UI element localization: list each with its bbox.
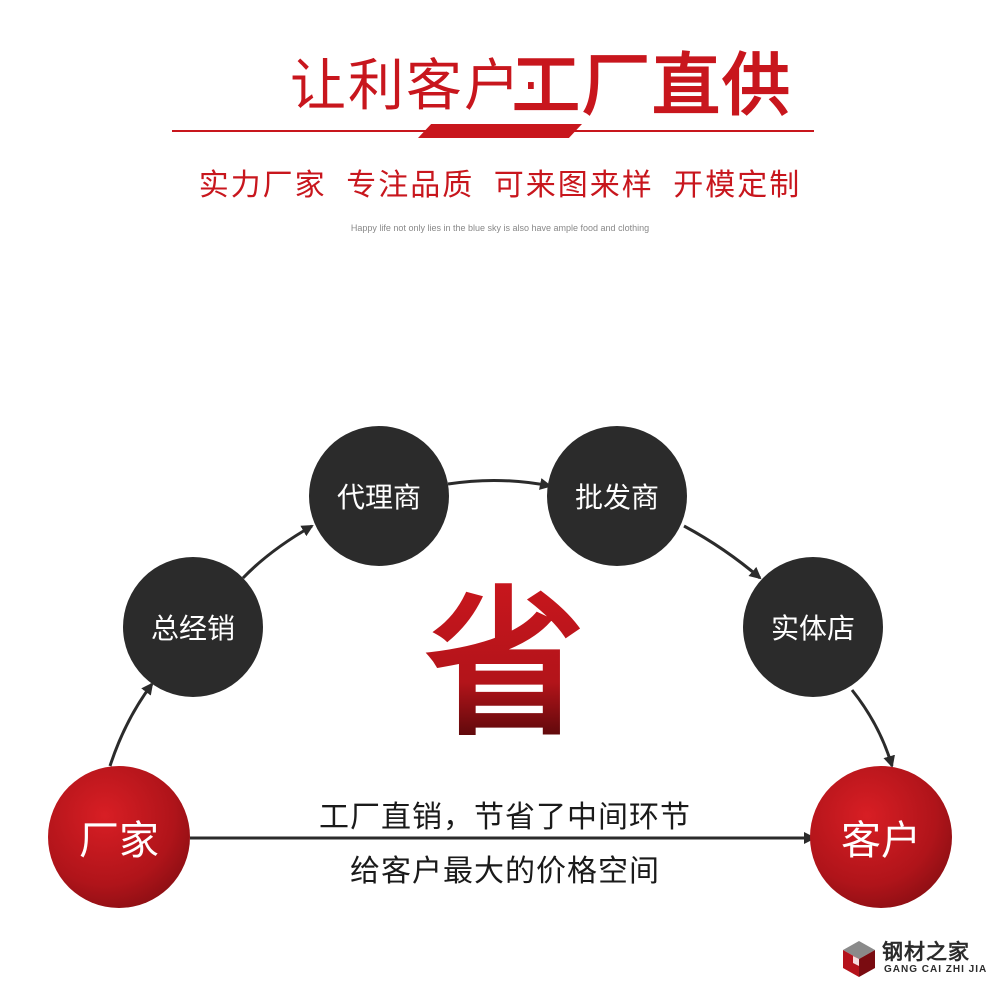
title-main: 工厂直供 — [512, 47, 793, 126]
arrow-distributor-to-agent — [241, 524, 314, 580]
node-retail-store: 实体店 — [743, 557, 883, 697]
logo-name-cn: 钢材之家 — [882, 940, 970, 964]
save-character: 省 — [420, 580, 590, 750]
node-customer: 客户 — [810, 766, 952, 908]
message-line-1: 工厂直销，节省了中间环节 — [319, 800, 691, 835]
title-underline-accent — [418, 124, 582, 138]
node-wholesaler: 批发商 — [547, 426, 687, 566]
node-agent: 代理商 — [309, 426, 449, 566]
message-line-2: 给客户最大的价格空间 — [350, 854, 660, 889]
title-prefix: 让利客户· — [290, 54, 542, 119]
arrow-store-to-customer — [850, 689, 895, 768]
logo-name-en: GANG CAI ZHI JIA — [884, 964, 988, 975]
node-factory: 厂家 — [48, 766, 190, 908]
tagline: Happy life not only lies in the blue sky… — [350, 223, 650, 233]
node-general-distributor: 总经销 — [123, 557, 263, 697]
arrow-agent-to-wholesaler — [447, 478, 552, 490]
arrow-wholesaler-to-store — [683, 524, 762, 580]
subtitle: 实力厂家 专注品质 可来图来样 开模定制 — [198, 168, 802, 203]
logo-cube-icon — [843, 941, 875, 977]
arrow-factory-to-distributor — [108, 682, 154, 767]
